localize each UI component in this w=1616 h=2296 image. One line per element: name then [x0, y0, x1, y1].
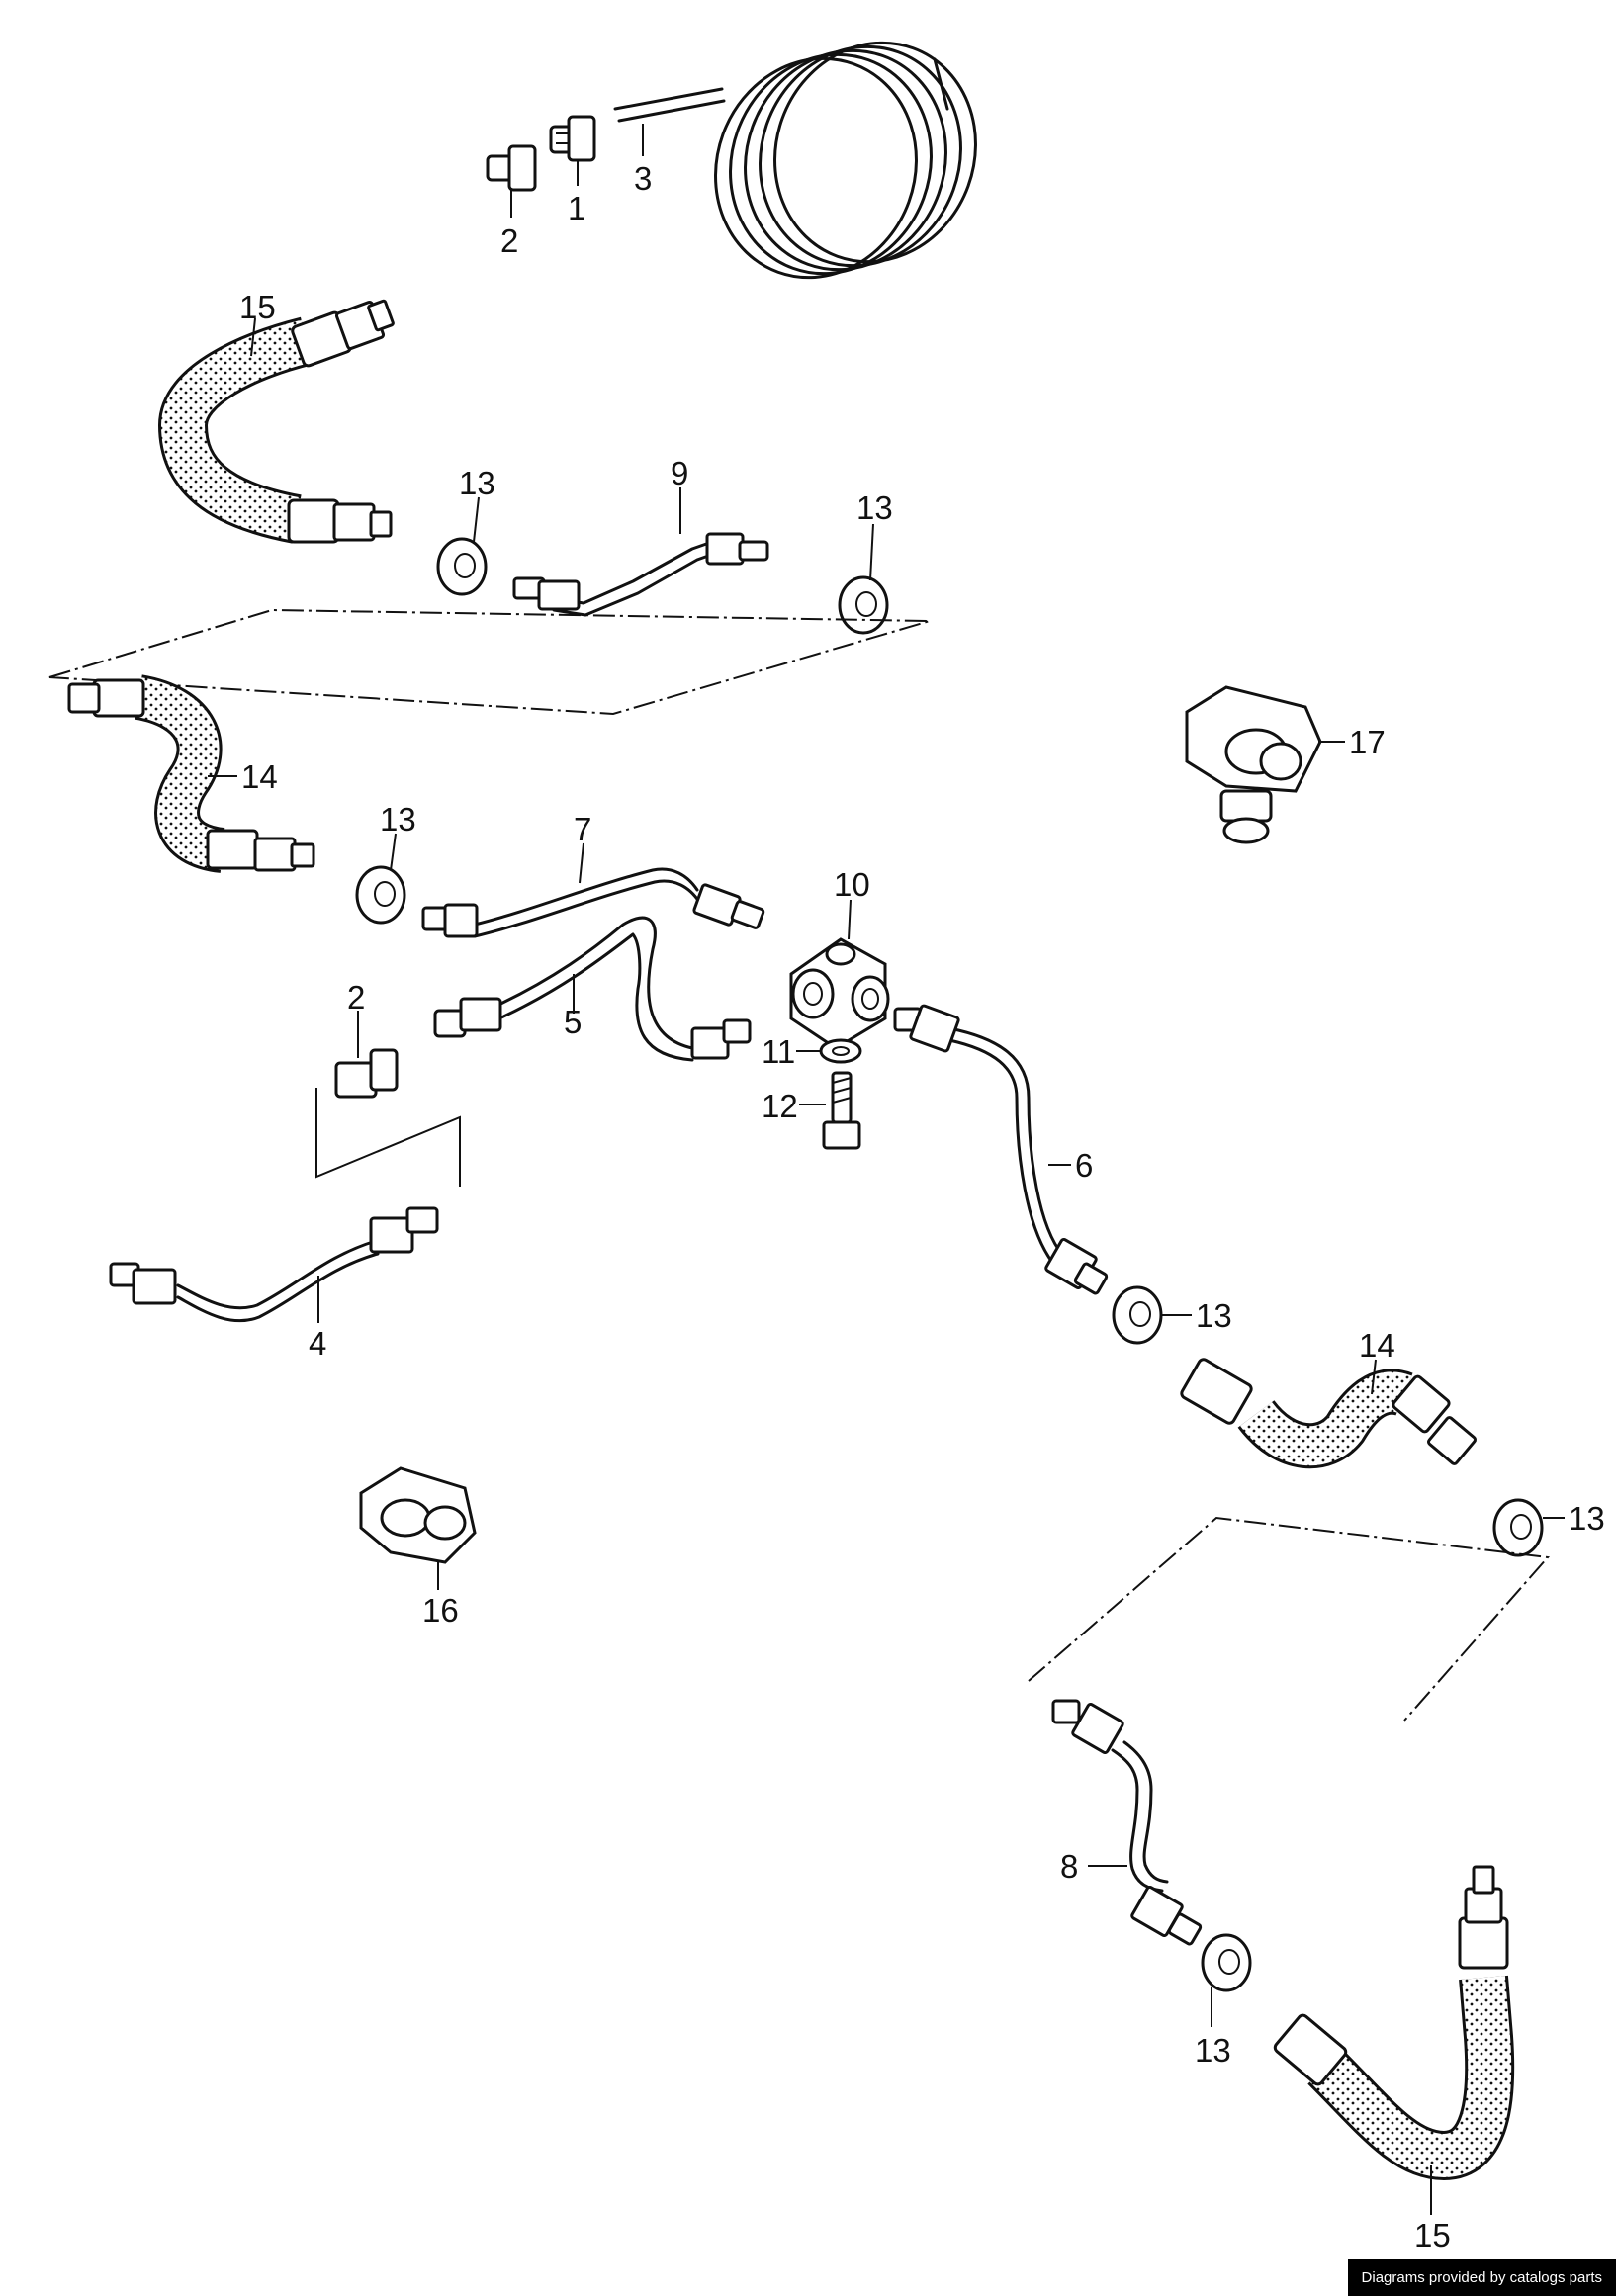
brake-hose-15-top — [157, 299, 395, 544]
washer-11 — [819, 1038, 862, 1064]
callout-13-f: 13 — [1195, 2032, 1231, 2069]
clip-13-b — [838, 575, 889, 635]
callout-16: 16 — [422, 1592, 459, 1629]
callout-12: 12 — [762, 1088, 798, 1124]
callout-13-d: 13 — [1196, 1297, 1232, 1334]
callout-2-top: 2 — [500, 222, 518, 259]
brake-line-5 — [433, 916, 752, 1062]
callout-15-bottom: 15 — [1414, 2217, 1451, 2253]
fitting-nut-2-top — [486, 144, 537, 192]
reference-frame-mid — [315, 1088, 461, 1187]
brake-line-9 — [512, 532, 769, 617]
clip-13-a — [436, 537, 488, 596]
callout-7: 7 — [574, 811, 591, 847]
clip-13-c — [355, 865, 406, 925]
callout-labels: 1 2 3 15 13 9 13 14 13 7 10 17 2 5 11 12… — [239, 160, 1605, 2253]
leader-lines — [208, 124, 1565, 2215]
callout-11: 11 — [762, 1033, 795, 1070]
callout-6: 6 — [1075, 1147, 1093, 1184]
brake-line-6 — [893, 1004, 1109, 1295]
reference-frame-bottom — [1028, 1516, 1551, 1722]
callout-4: 4 — [309, 1325, 326, 1362]
fitting-bolt-1 — [549, 115, 596, 162]
clip-13-e — [1492, 1498, 1544, 1557]
callout-3: 3 — [634, 160, 652, 197]
credit-banner: Diagrams provided by catalogs parts — [1347, 2259, 1616, 2296]
callout-5: 5 — [564, 1004, 582, 1040]
callout-13-e: 13 — [1569, 1500, 1605, 1537]
brake-hose-14-left — [67, 674, 315, 873]
distribution-block-10 — [789, 937, 890, 1050]
callout-14-left: 14 — [241, 758, 278, 795]
callout-10: 10 — [834, 866, 870, 903]
brake-line-7 — [421, 867, 765, 938]
clip-13-f — [1201, 1933, 1252, 1992]
callout-9: 9 — [671, 455, 688, 491]
reference-frame-top — [48, 608, 931, 716]
brake-hose-14-right — [1180, 1358, 1477, 1469]
callout-14-right: 14 — [1359, 1327, 1395, 1364]
fitting-nut-2-mid — [334, 1048, 399, 1099]
callout-15-top: 15 — [239, 289, 276, 325]
callout-2-mid: 2 — [347, 979, 365, 1016]
coiled-brake-line — [613, 41, 977, 280]
brake-line-4 — [109, 1206, 439, 1323]
brake-hose-15-bottom — [1273, 1865, 1515, 2181]
holder-17 — [1185, 685, 1322, 844]
callout-1: 1 — [568, 190, 585, 226]
callout-17: 17 — [1349, 724, 1386, 760]
callout-13-c: 13 — [380, 801, 416, 838]
holder-16 — [359, 1466, 477, 1564]
brake-line-8 — [1051, 1699, 1203, 1946]
clip-13-d — [1112, 1285, 1163, 1345]
bolt-12 — [822, 1071, 861, 1150]
callout-13-a: 13 — [459, 465, 495, 501]
callout-8: 8 — [1060, 1848, 1078, 1885]
callout-13-b: 13 — [856, 489, 893, 526]
